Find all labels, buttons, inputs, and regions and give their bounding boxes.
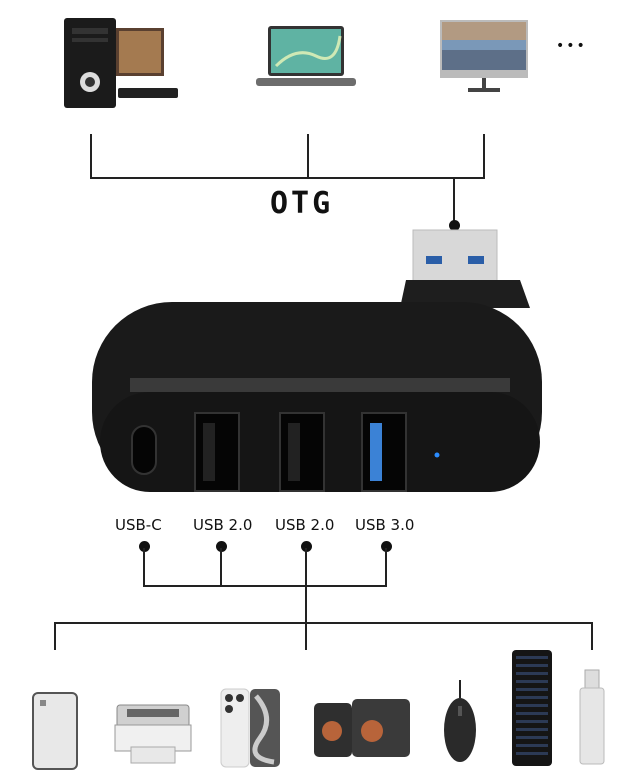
port-dot-1 (139, 541, 150, 552)
printer-icon (113, 703, 193, 769)
more-hosts-ellipsis: ••• (556, 38, 587, 54)
otg-label: OTG (270, 186, 334, 221)
smartphone-icon (220, 688, 282, 774)
port-dot-2 (216, 541, 227, 552)
mouse-icon (442, 678, 478, 772)
plug-connection-dot (449, 220, 460, 231)
desktop-pc-icon (62, 16, 182, 116)
port-dot-3 (301, 541, 312, 552)
port-line-2 (220, 548, 222, 586)
usb-hub (90, 228, 545, 500)
keyboard-icon (510, 648, 554, 772)
hub-plug-line (453, 177, 455, 225)
port-dot-4 (381, 541, 392, 552)
port-line-1 (143, 548, 145, 586)
device-drop-center (305, 622, 307, 650)
device-drop-left (54, 622, 56, 650)
port-line-4 (385, 548, 387, 586)
host-line-3 (483, 134, 485, 178)
host-line-1 (90, 134, 92, 178)
laptop-icon (256, 26, 356, 94)
device-drop-right (591, 622, 593, 650)
port-label-usb3: USB 3.0 (355, 516, 415, 534)
host-line-2 (307, 134, 309, 178)
device-bus-line (54, 622, 593, 624)
port-bus-line (143, 585, 387, 587)
port-label-usb2-b: USB 2.0 (275, 516, 335, 534)
host-bus-line (90, 177, 485, 179)
external-hard-drive-icon (32, 692, 78, 774)
speakers-icon (312, 697, 412, 763)
usb-flash-drive-icon (578, 668, 606, 770)
port-label-usb-c: USB-C (115, 516, 162, 534)
monitor-icon (440, 20, 530, 95)
port-label-usb2-a: USB 2.0 (193, 516, 253, 534)
